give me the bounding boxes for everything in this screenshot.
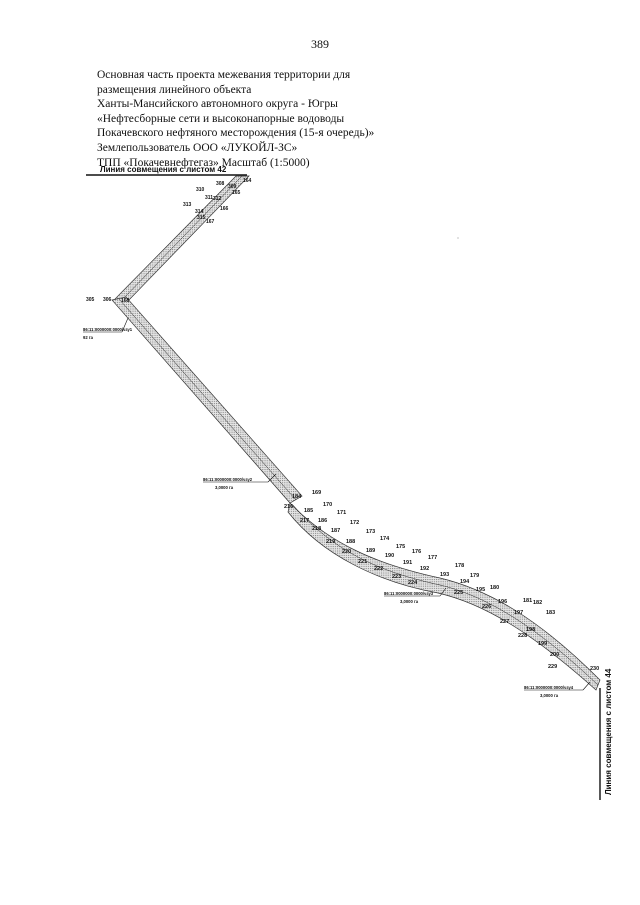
point-label: 182 — [533, 600, 542, 606]
point-label: 227 — [500, 619, 509, 625]
point-label: 199 — [538, 641, 547, 647]
point-label: 188 — [346, 539, 355, 545]
parcel-number: 86:11:0000000:0000/чзу1 — [83, 327, 133, 332]
leader-line — [267, 473, 277, 483]
point-label: 309 — [228, 184, 237, 190]
point-label: 194 — [460, 579, 470, 585]
point-label: 173 — [366, 529, 375, 535]
point-label: 223 — [392, 574, 401, 580]
leader-line — [439, 587, 447, 597]
point-label: 185 — [304, 508, 313, 514]
point-label: 165 — [232, 190, 241, 196]
parcel-area: 3,0000 га — [215, 485, 234, 490]
header-line: Землепользователь ООО «ЛУКОЙЛ-ЗС» — [97, 141, 298, 154]
parcel-number: 86:11:0000000:0000/чзу4 — [524, 685, 574, 690]
point-label: 175 — [396, 544, 405, 550]
parcel-area: 3,0000 га — [400, 599, 419, 604]
point-label: 226 — [482, 604, 491, 610]
scan-artifact — [457, 237, 459, 239]
point-label: 305 — [86, 297, 95, 303]
point-label: 200 — [550, 652, 559, 658]
header-line: Основная часть проекта межевания террито… — [97, 69, 351, 81]
point-label: 198 — [526, 627, 535, 633]
point-label: 218 — [312, 526, 321, 532]
header-line: Ханты-Мансийского автономного округа - Ю… — [97, 98, 338, 111]
header-line: размещения линейного объекта — [97, 83, 252, 96]
parcel-number: 86:11:0000000:0000/чзу2 — [203, 477, 253, 482]
point-label: 220 — [342, 549, 351, 555]
point-label: 217 — [300, 518, 309, 524]
header-line: ТПП «Покачевнефтегаз» Масштаб (1:5000) — [97, 156, 310, 169]
match-line-top-label: Линия совмещения с листом 42 — [100, 165, 227, 174]
corridor-diagonal-segment — [111, 296, 303, 504]
point-label: 168 — [121, 298, 130, 304]
point-label: 190 — [385, 553, 394, 559]
point-label: 174 — [380, 536, 390, 542]
point-label: 171 — [337, 510, 346, 516]
corridor-axis — [119, 175, 243, 303]
point-label: 179 — [470, 573, 479, 579]
point-label: 172 — [350, 520, 359, 526]
parcel-number: 86:11:0000000:0000/чзу3 — [384, 591, 434, 596]
point-label: 310 — [196, 187, 205, 193]
corridor-upper-segment — [113, 175, 250, 304]
point-label: 166 — [220, 206, 229, 212]
point-label: 195 — [476, 587, 485, 593]
point-label: 193 — [440, 572, 449, 578]
point-label: 221 — [358, 559, 367, 565]
point-label: 313 — [183, 202, 192, 208]
point-label: 192 — [420, 566, 429, 572]
match-line-right-label: Линия совмещения с листом 44 — [604, 668, 613, 795]
point-label: 177 — [428, 555, 437, 561]
point-label: 164 — [243, 178, 252, 184]
point-label: 178 — [455, 563, 464, 569]
point-label: 229 — [548, 664, 557, 670]
document-header: Основная часть проекта межевания террито… — [97, 68, 537, 170]
corridor-curve-segment — [287, 502, 601, 691]
point-label: 191 — [403, 560, 412, 566]
point-label: 225 — [454, 590, 463, 596]
parcel-area: 92 га — [83, 335, 94, 340]
point-label: 311 — [205, 195, 213, 201]
page-number: 389 — [311, 37, 329, 51]
header-line: «Нефтесборные сети и высоконапорные водо… — [97, 112, 345, 125]
point-label: 196 — [498, 599, 507, 605]
point-label: 230 — [590, 666, 599, 672]
point-label: 306 — [103, 297, 112, 303]
point-label: 228 — [518, 633, 527, 639]
point-label: 169 — [312, 490, 321, 496]
point-label: 181 — [523, 598, 532, 604]
point-label: 197 — [514, 610, 523, 616]
point-label: 312 — [213, 196, 222, 202]
point-label: 186 — [318, 518, 327, 524]
point-label: 314 — [195, 209, 204, 215]
point-label: 216 — [284, 504, 293, 510]
point-label: 308 — [216, 181, 225, 187]
corridor-axis — [292, 504, 599, 686]
point-label: 222 — [374, 566, 383, 572]
point-label: 224 — [408, 580, 418, 586]
leader-line — [121, 317, 129, 333]
point-label: 180 — [490, 585, 499, 591]
header-line: Покачевского нефтяного месторождения (15… — [97, 127, 375, 140]
point-label: 176 — [412, 549, 421, 555]
point-label: 187 — [331, 528, 340, 534]
point-label: 189 — [366, 548, 375, 554]
leader-line — [582, 681, 591, 691]
corridor-axis — [118, 298, 297, 501]
point-label: 167 — [206, 219, 215, 225]
parcel-area: 3,0000 га — [540, 693, 559, 698]
point-label: 219 — [326, 539, 335, 545]
point-label: 183 — [546, 610, 555, 616]
point-label: 315 — [197, 215, 206, 221]
point-label: 184 — [292, 494, 302, 500]
point-label: 170 — [323, 502, 332, 508]
